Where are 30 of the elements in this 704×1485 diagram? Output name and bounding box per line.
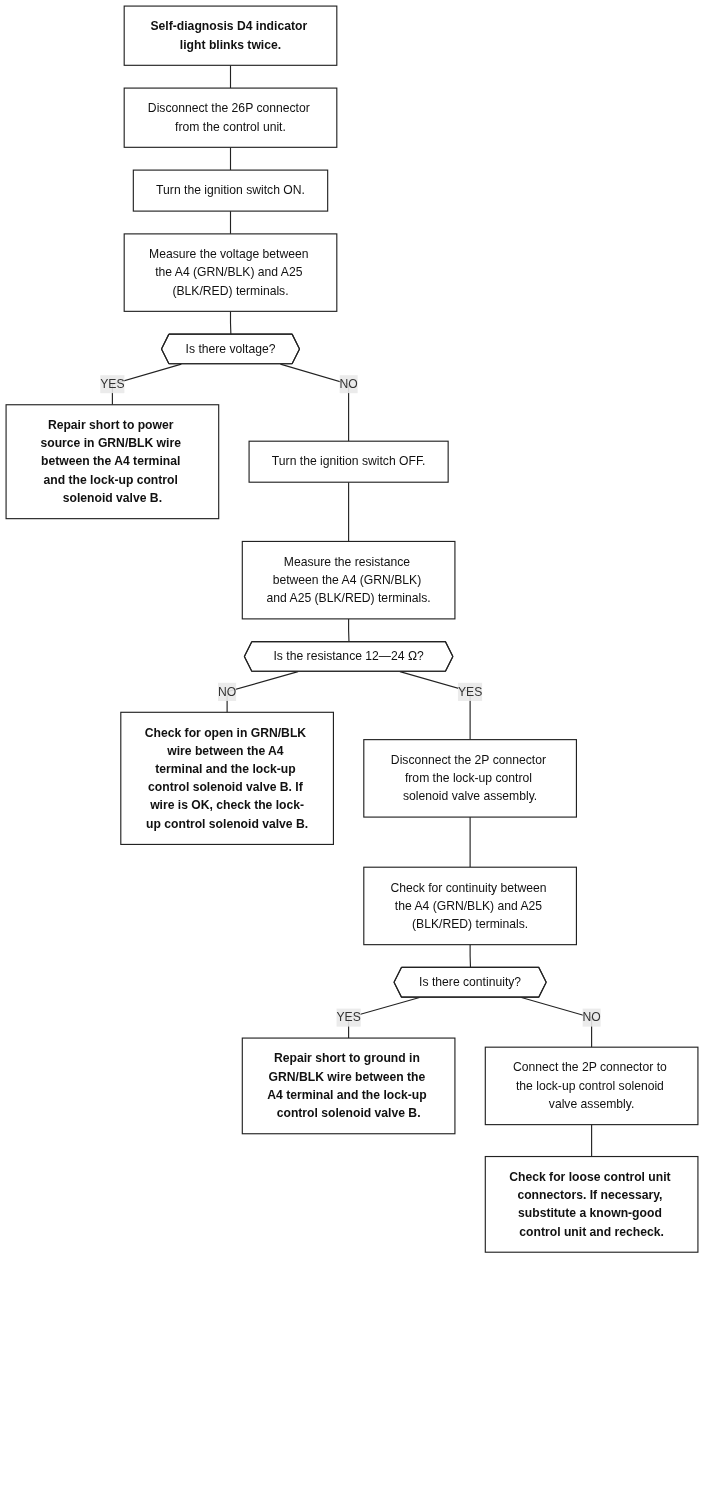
node-box: Turn the ignition switch OFF. [248,440,449,483]
node-box: Check for open in GRN/BLK wire between the A4 terminal and the lock-up control solenoid valve B. If wire is OK, check the lock-up control solenoid valve B. [120,711,334,845]
node-box: Check for continuity between the A4 (GRN/BLK) and A25 (BLK/RED) terminals. [363,866,577,946]
node-box: Turn the ignition switch ON. [132,169,329,212]
connector [591,1124,593,1158]
connector [279,363,350,442]
connector [469,944,472,969]
node-box: Self-diagnosis D4 indicator light blinks twice. [123,5,338,66]
connector [229,64,232,89]
node-box: Connect the 2P connector to the lock-up control solenoid valve assembly. [484,1046,699,1126]
edge-label: YES [336,1010,361,1024]
connector [469,816,471,868]
node-box: Check for loose control unit connectors. If necessary, substitute a known-good control unit and recheck. [484,1155,699,1253]
node-box: Disconnect the 26P connector from the control unit. [123,87,338,148]
connector [348,618,350,643]
edge-label: YES [100,377,125,391]
node-box: Repair short to power source in GRN/BLK wire between the A4 terminal and the lock-up control solenoid valve B. [5,404,220,520]
connector [229,210,232,235]
node-box: Repair short to ground in GRN/BLK wire between the A4 terminal and the lock-up control solenoid valve B. [241,1037,456,1135]
connector [229,310,232,336]
edge-label: NO [339,377,358,391]
node-box: Measure the resistance between the A4 (GRN/BLK) and A25 (BLK/RED) terminals. [241,540,456,620]
edge-label: YES [457,684,483,698]
node-box: Measure the voltage between the A4 (GRN/BLK) and A25 (BLK/RED) terminals. [123,233,338,312]
connector [348,481,350,542]
connector [229,146,232,171]
node-box: Disconnect the 2P connector from the lock-up control solenoid valve assembly. [363,739,577,818]
edge-label: NO [218,684,237,698]
connector [226,671,299,713]
edge-label: NO [582,1010,601,1024]
